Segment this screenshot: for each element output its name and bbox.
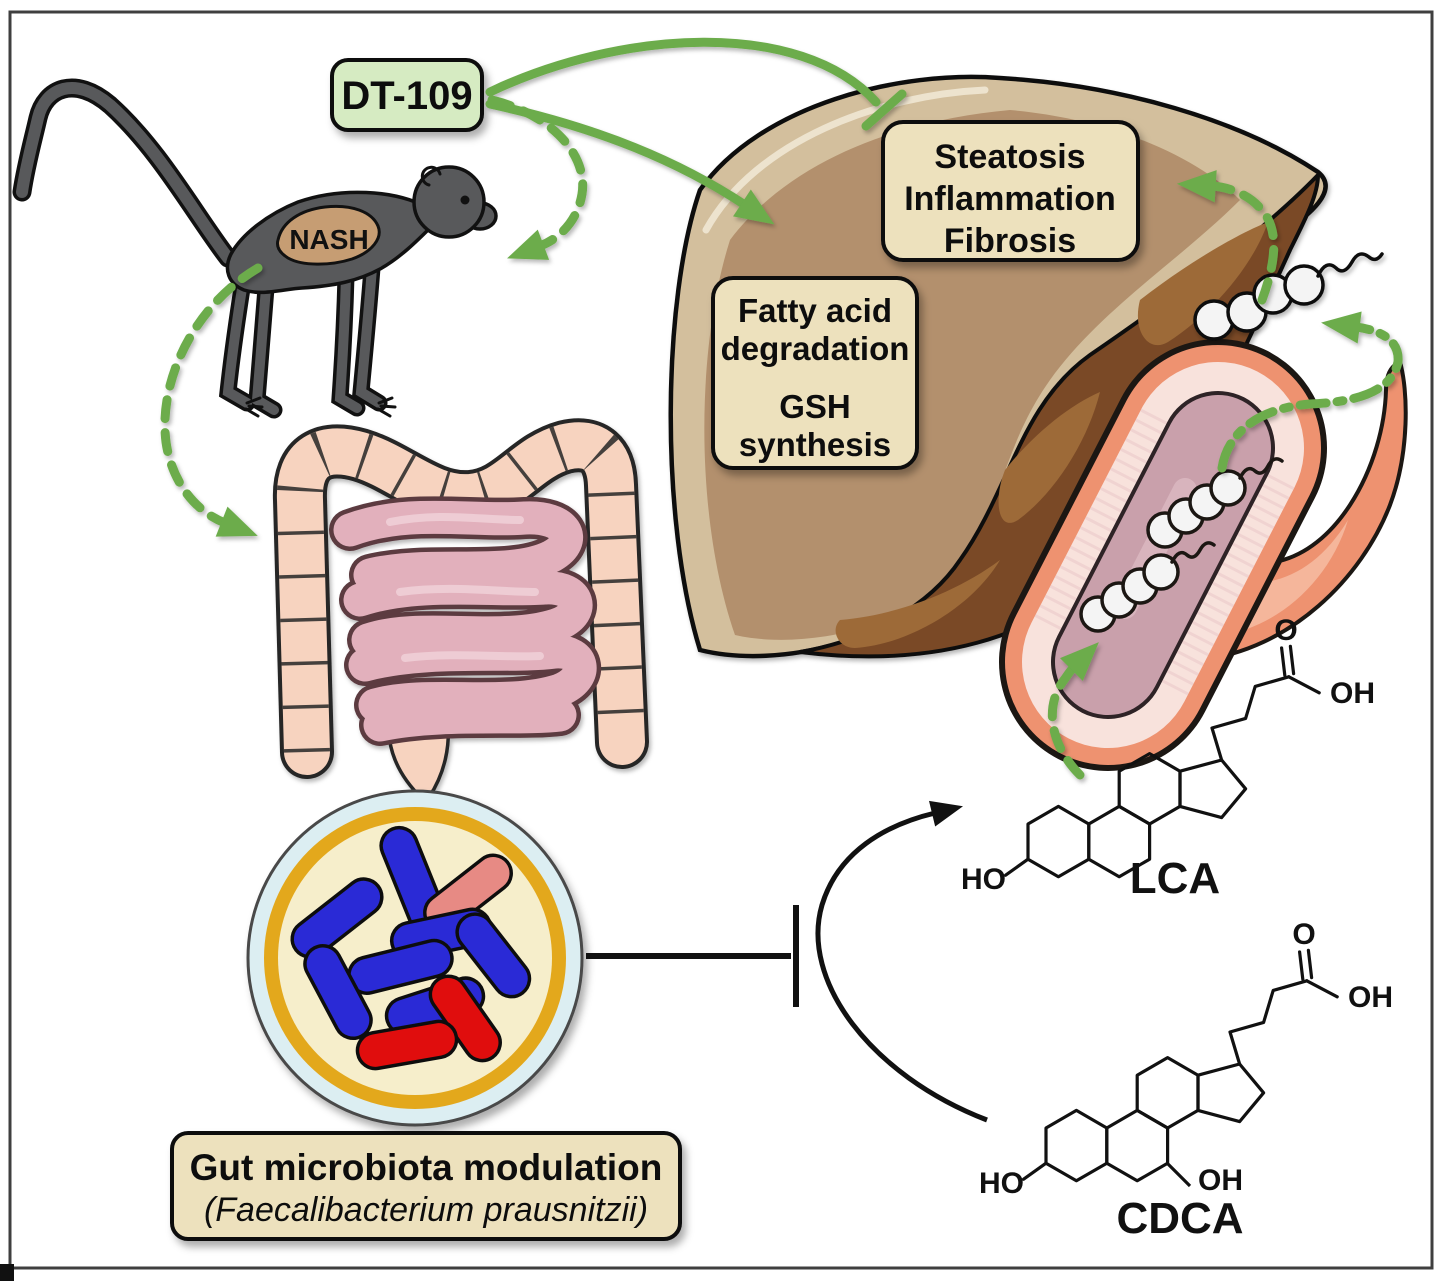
outcome-line: Inflammation (904, 180, 1116, 218)
liver-mechanisms-box-bg (711, 276, 919, 470)
corner-mark (0, 1264, 14, 1281)
arrow-cdca-to-lca (815, 800, 988, 1123)
arrow-dt109-to-monkey (487, 95, 588, 260)
fatty-acid-squiggle-icon (1170, 541, 1216, 564)
lca-label: LCA (1130, 854, 1220, 903)
liver-mechanisms-box: Fatty acid degradation GSH synthesis (711, 276, 919, 470)
mechanism-line: Fatty acid (738, 292, 892, 329)
monkey-liver-shape (276, 204, 381, 266)
atom-label-o: O (1274, 614, 1297, 647)
liver-outcomes-box: Steatosis Inflammation Fibrosis (881, 120, 1140, 262)
bacterium-blue (455, 912, 532, 999)
lipid-chain-in-vessel (1079, 457, 1284, 633)
mechanism-line: synthesis (739, 426, 891, 463)
monkey-eye (460, 195, 470, 205)
bacteria (290, 825, 532, 1071)
fatty-acid-squiggle-icon (1316, 252, 1384, 278)
atom-label-oh: OH (1348, 981, 1393, 1014)
atom-label-ho: HO (979, 1167, 1024, 1200)
mechanism-line: degradation (721, 330, 910, 367)
microbiota-species: (Faecalibacterium prausnitzii) (204, 1191, 648, 1229)
atom-label-ho: HO (961, 863, 1006, 896)
cdca-label: CDCA (1116, 1194, 1243, 1243)
bacterium-blue (303, 943, 373, 1041)
inhibition-bar-icon (861, 89, 907, 131)
arrow-vessel-to-lipids (1217, 311, 1403, 473)
liver-swirl-highlights (835, 222, 1268, 648)
fatty-acid-squiggle-icon (1238, 457, 1284, 480)
arrow-lca-to-vessel (1047, 642, 1099, 780)
outcome-line: Fibrosis (944, 222, 1076, 260)
monkey-legs (218, 259, 397, 419)
gut-intestines (272, 418, 649, 797)
arrow-monkey-to-gut (160, 263, 263, 537)
arrow-dt109-inhibits-liver-damage (485, 37, 881, 107)
bile-acid-conversion: O OH HO LCA O OH OH HO CDCA (586, 614, 1393, 1243)
green-arrows (160, 37, 1403, 780)
mechanism-line: GSH (779, 388, 851, 425)
outcome-line: Steatosis (934, 138, 1085, 176)
nash-monkey: NASH (12, 78, 498, 419)
cdca-skeleton (1021, 948, 1339, 1183)
figure-frame (8, 10, 1434, 1270)
microbiota-box-bg (170, 1131, 682, 1241)
dt109-box-bg (330, 58, 484, 132)
microbiota-title: Gut microbiota modulation (190, 1147, 663, 1188)
blood-vessel (999, 339, 1408, 771)
atom-label-o: O (1292, 918, 1315, 951)
monkey-tail (16, 82, 234, 264)
monkey-hind-leg (222, 277, 252, 408)
bacterium-red (355, 1019, 459, 1071)
microbiota-box: Gut microbiota modulation (Faecalibacter… (170, 1131, 682, 1241)
petri-dish (246, 789, 584, 1127)
monkey-head (412, 165, 486, 239)
monkey-front-leg (355, 263, 384, 408)
atom-label-oh: OH (1330, 677, 1375, 710)
bacterium-blue (290, 877, 384, 959)
colon (276, 422, 645, 775)
atom-label-oh: OH (1198, 1164, 1243, 1197)
monkey-front-leg (334, 271, 362, 413)
small-intestine-sheen (386, 512, 544, 662)
nash-label: NASH (289, 224, 368, 255)
monkey-foot-claws (244, 396, 397, 418)
monkey-ear-icon (420, 165, 442, 187)
dt109-box: DT-109 (330, 58, 484, 132)
liver-outcomes-box-bg (881, 120, 1140, 262)
monkey-hind-leg (251, 283, 279, 415)
cdca-oh7-bond (1165, 1161, 1192, 1188)
dt109-label: DT-109 (341, 74, 472, 118)
arrow-lipids-to-liver (1176, 170, 1279, 305)
